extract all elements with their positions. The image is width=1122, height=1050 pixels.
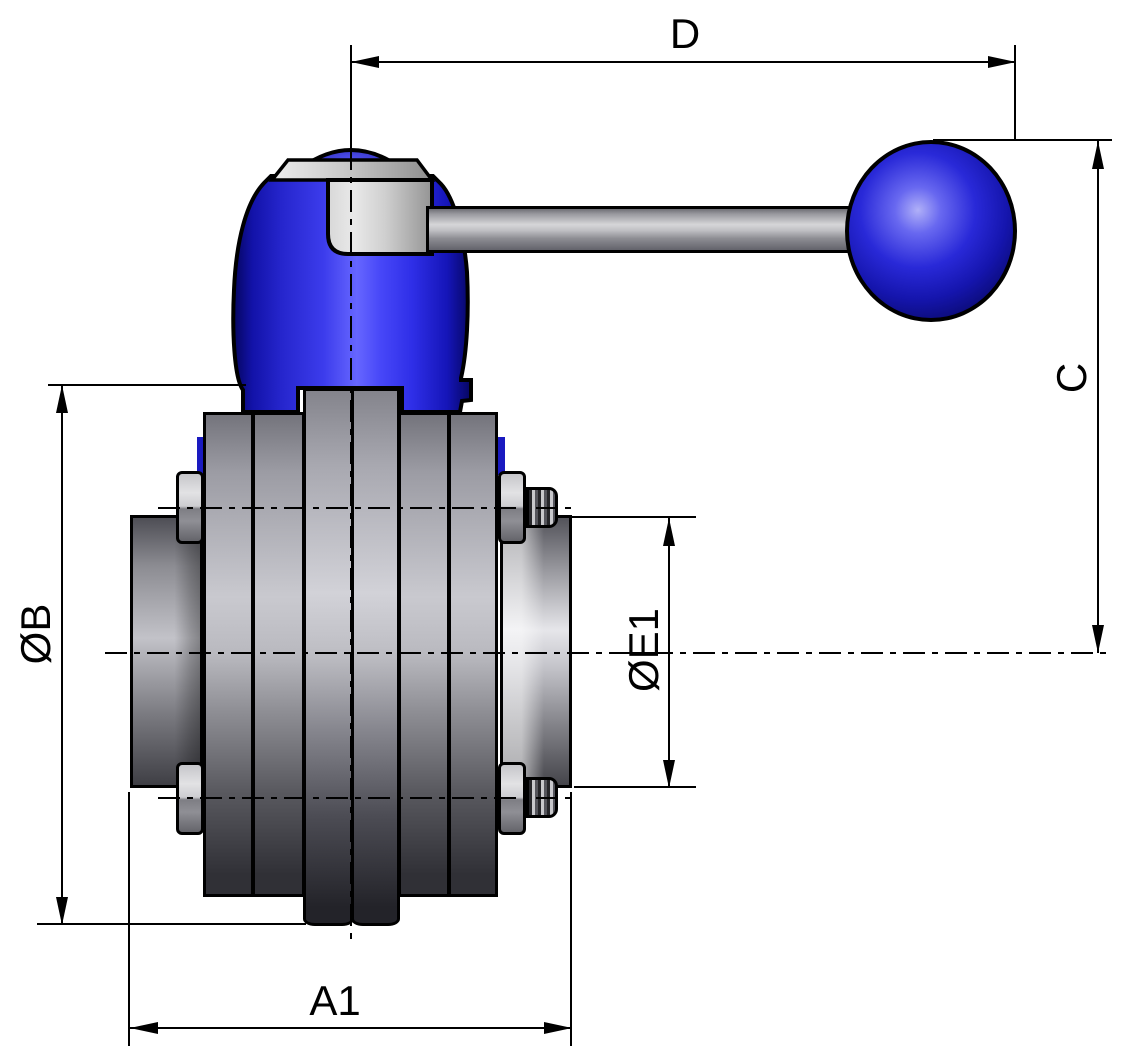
arrowhead-e1-bottom	[663, 760, 675, 788]
dimension-line-a1	[130, 1027, 572, 1029]
pipe-end-left	[130, 515, 203, 788]
seat-liner-edge-right	[498, 437, 505, 475]
extension-line-c-top	[933, 139, 1112, 141]
dimension-label-e1: ØE1	[620, 607, 667, 693]
dimension-label-c: C	[1048, 362, 1095, 394]
handle-ball-knob	[845, 140, 1017, 322]
arrowhead-b-top	[56, 385, 68, 413]
dimension-label-d: D	[669, 10, 701, 57]
extension-line-b-bottom	[37, 923, 306, 925]
dimension-label-b: ØB	[12, 603, 59, 665]
valve-body-disc-right	[351, 388, 400, 926]
dimension-line-c	[1097, 141, 1099, 653]
arrowhead-d-right	[988, 56, 1016, 68]
dimension-line-e1	[668, 518, 670, 788]
extension-line-d-right	[1014, 45, 1016, 141]
arrowhead-b-bottom	[56, 897, 68, 925]
handle-hub	[326, 178, 434, 256]
seat-liner-edge-left	[197, 437, 204, 475]
arrowhead-e1-top	[663, 518, 675, 546]
centerline-bolt-bottom	[158, 797, 578, 799]
handle-lever	[426, 206, 858, 253]
dimension-line-d	[351, 61, 1016, 63]
centerline-pipe-axis	[105, 652, 1110, 654]
extension-line-a1-right	[570, 792, 572, 1046]
clamp-disc-6	[448, 412, 498, 897]
arrowhead-d-left	[351, 56, 379, 68]
centerline-bolt-top	[158, 507, 578, 509]
clamp-disc-2	[252, 412, 305, 897]
dimension-label-a1: A1	[309, 977, 361, 1024]
extension-line-b-top	[48, 384, 246, 386]
centerline-stem-axis	[350, 148, 352, 940]
extension-line-d-left	[350, 45, 352, 148]
arrowhead-c-top	[1092, 141, 1104, 169]
arrowhead-c-bottom	[1092, 625, 1104, 653]
extension-line-e1-top	[556, 516, 696, 518]
extension-line-a1-left	[128, 792, 130, 1046]
arrowhead-a1-left	[130, 1022, 158, 1034]
pipe-end-right	[500, 515, 572, 788]
arrowhead-a1-right	[544, 1022, 572, 1034]
extension-line-e1-bottom	[574, 786, 696, 788]
dimension-line-b	[61, 385, 63, 925]
stem-cap	[268, 158, 436, 182]
